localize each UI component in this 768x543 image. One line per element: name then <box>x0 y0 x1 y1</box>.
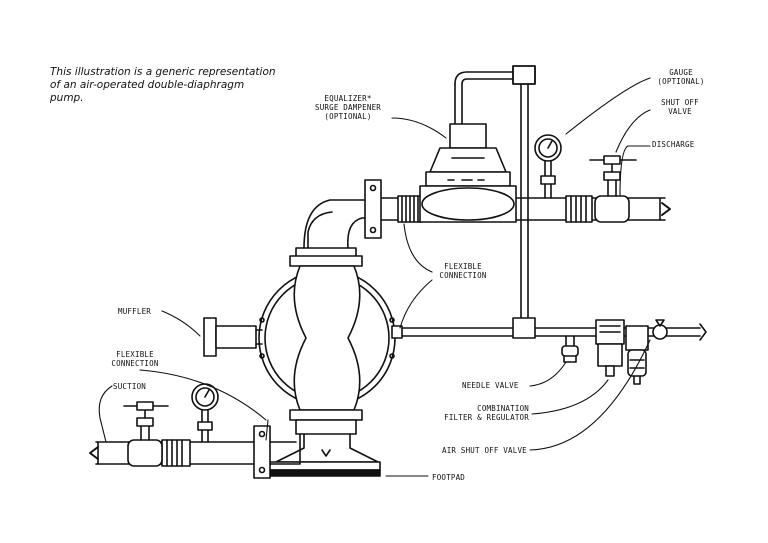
gauge-suction <box>191 383 219 443</box>
air-supply-line <box>397 65 707 341</box>
label-flexible-connection-upper: FLEXIBLE CONNECTION <box>439 262 487 280</box>
illustration-note: This illustration is a generic represent… <box>50 66 276 104</box>
label-discharge: DISCHARGE <box>652 140 695 149</box>
label-flexible-connection-lower: FLEXIBLE CONNECTION <box>111 350 159 368</box>
leader-lines <box>98 77 651 477</box>
muffler <box>203 317 263 357</box>
label-needle-valve: NEEDLE VALVE <box>462 381 519 390</box>
shutoff-valve-discharge <box>589 155 637 223</box>
label-air-shut-off-valve: AIR SHUT OFF VALVE <box>442 446 527 455</box>
label-muffler: MUFFLER <box>118 307 152 316</box>
suction-line <box>89 425 301 479</box>
needle-valve <box>561 335 579 363</box>
label-shut-off-valve: SHUT OFF VALVE <box>661 98 699 116</box>
label-combination-filter-regulator: COMBINATION FILTER & REGULATOR <box>444 404 529 422</box>
surge-dampener <box>419 123 517 223</box>
label-gauge: GAUGE (OPTIONAL) <box>657 68 705 86</box>
shutoff-valve-suction <box>123 401 169 467</box>
label-equalizer-surge-dampener: EQUALIZER* SURGE DAMPENER (OPTIONAL) <box>314 94 381 121</box>
filter-regulator <box>595 319 649 385</box>
label-footpad: FOOTPAD <box>432 473 466 482</box>
air-shut-off-valve <box>652 319 668 340</box>
pump-body <box>258 199 403 477</box>
label-suction: SUCTION <box>113 382 147 391</box>
gauge-discharge <box>534 134 562 199</box>
